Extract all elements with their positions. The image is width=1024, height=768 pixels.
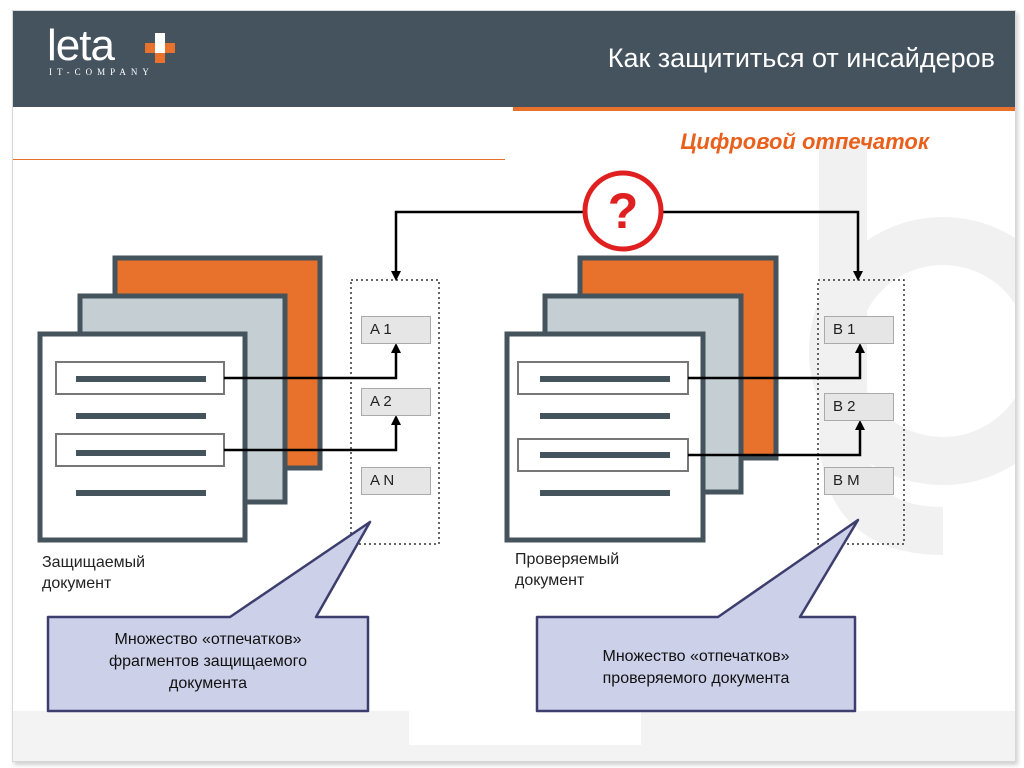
logo-subtitle: IT-COMPANY — [49, 67, 154, 77]
header-bar: leta IT-COMPANY Как защититься от инсайд… — [13, 11, 1015, 107]
left-callout-line1: Множество «отпечатков» — [114, 631, 302, 648]
connector-right-2 — [688, 420, 865, 457]
right-document-label-line1: Проверяемый — [515, 551, 620, 568]
connector-top-left — [391, 210, 584, 281]
question-mark: ? — [607, 183, 639, 239]
right-document-stack — [504, 255, 779, 543]
fingerprint-a1: A 1 — [361, 316, 431, 344]
right-callout-box — [535, 518, 860, 713]
right-document-label-line2: документ — [515, 572, 585, 589]
right-callout-line1: Множество «отпечатков» — [602, 648, 790, 665]
fingerprint-b2: B 2 — [824, 393, 894, 421]
connector-top-right — [663, 210, 863, 281]
left-document-label-line2: документ — [42, 575, 112, 592]
orange-rule-top — [513, 107, 1015, 111]
fingerprint-b1: B 1 — [824, 316, 894, 344]
left-callout-line2: фрагментов защищаемого — [108, 653, 308, 670]
left-callout-box — [46, 520, 372, 713]
section-subtitle: Цифровой отпечаток — [680, 129, 929, 154]
connector-left-2 — [224, 415, 401, 452]
fingerprint-bm: B M — [824, 467, 894, 495]
right-callout-line2: проверяемого документа — [602, 670, 790, 687]
fingerprint-a2: A 2 — [361, 388, 431, 416]
left-document-label-line1: Защищаемый — [42, 554, 146, 571]
fingerprint-an: A N — [361, 467, 431, 495]
left-document-label: Защищаемый документ — [42, 552, 145, 594]
logo-cross-icon — [145, 33, 175, 63]
question-circle — [582, 170, 664, 252]
watermark-logo — [809, 141, 1015, 555]
left-callout-line3: документа — [168, 675, 247, 692]
left-callout-text: Множество «отпечатков» фрагментов защища… — [50, 629, 366, 695]
right-document-label: Проверяемый документ — [515, 549, 619, 591]
page-title: Как защититься от инсайдеров — [607, 43, 995, 73]
left-fingerprint-container — [350, 279, 440, 545]
right-callout-text: Множество «отпечатков» проверяемого доку… — [539, 646, 853, 690]
connector-left-1 — [224, 343, 401, 380]
logo-text: leta — [47, 21, 115, 70]
bottom-white-box — [409, 711, 641, 745]
orange-rule-left — [13, 159, 505, 160]
connector-right-1 — [688, 343, 865, 380]
left-document-stack — [37, 255, 323, 543]
